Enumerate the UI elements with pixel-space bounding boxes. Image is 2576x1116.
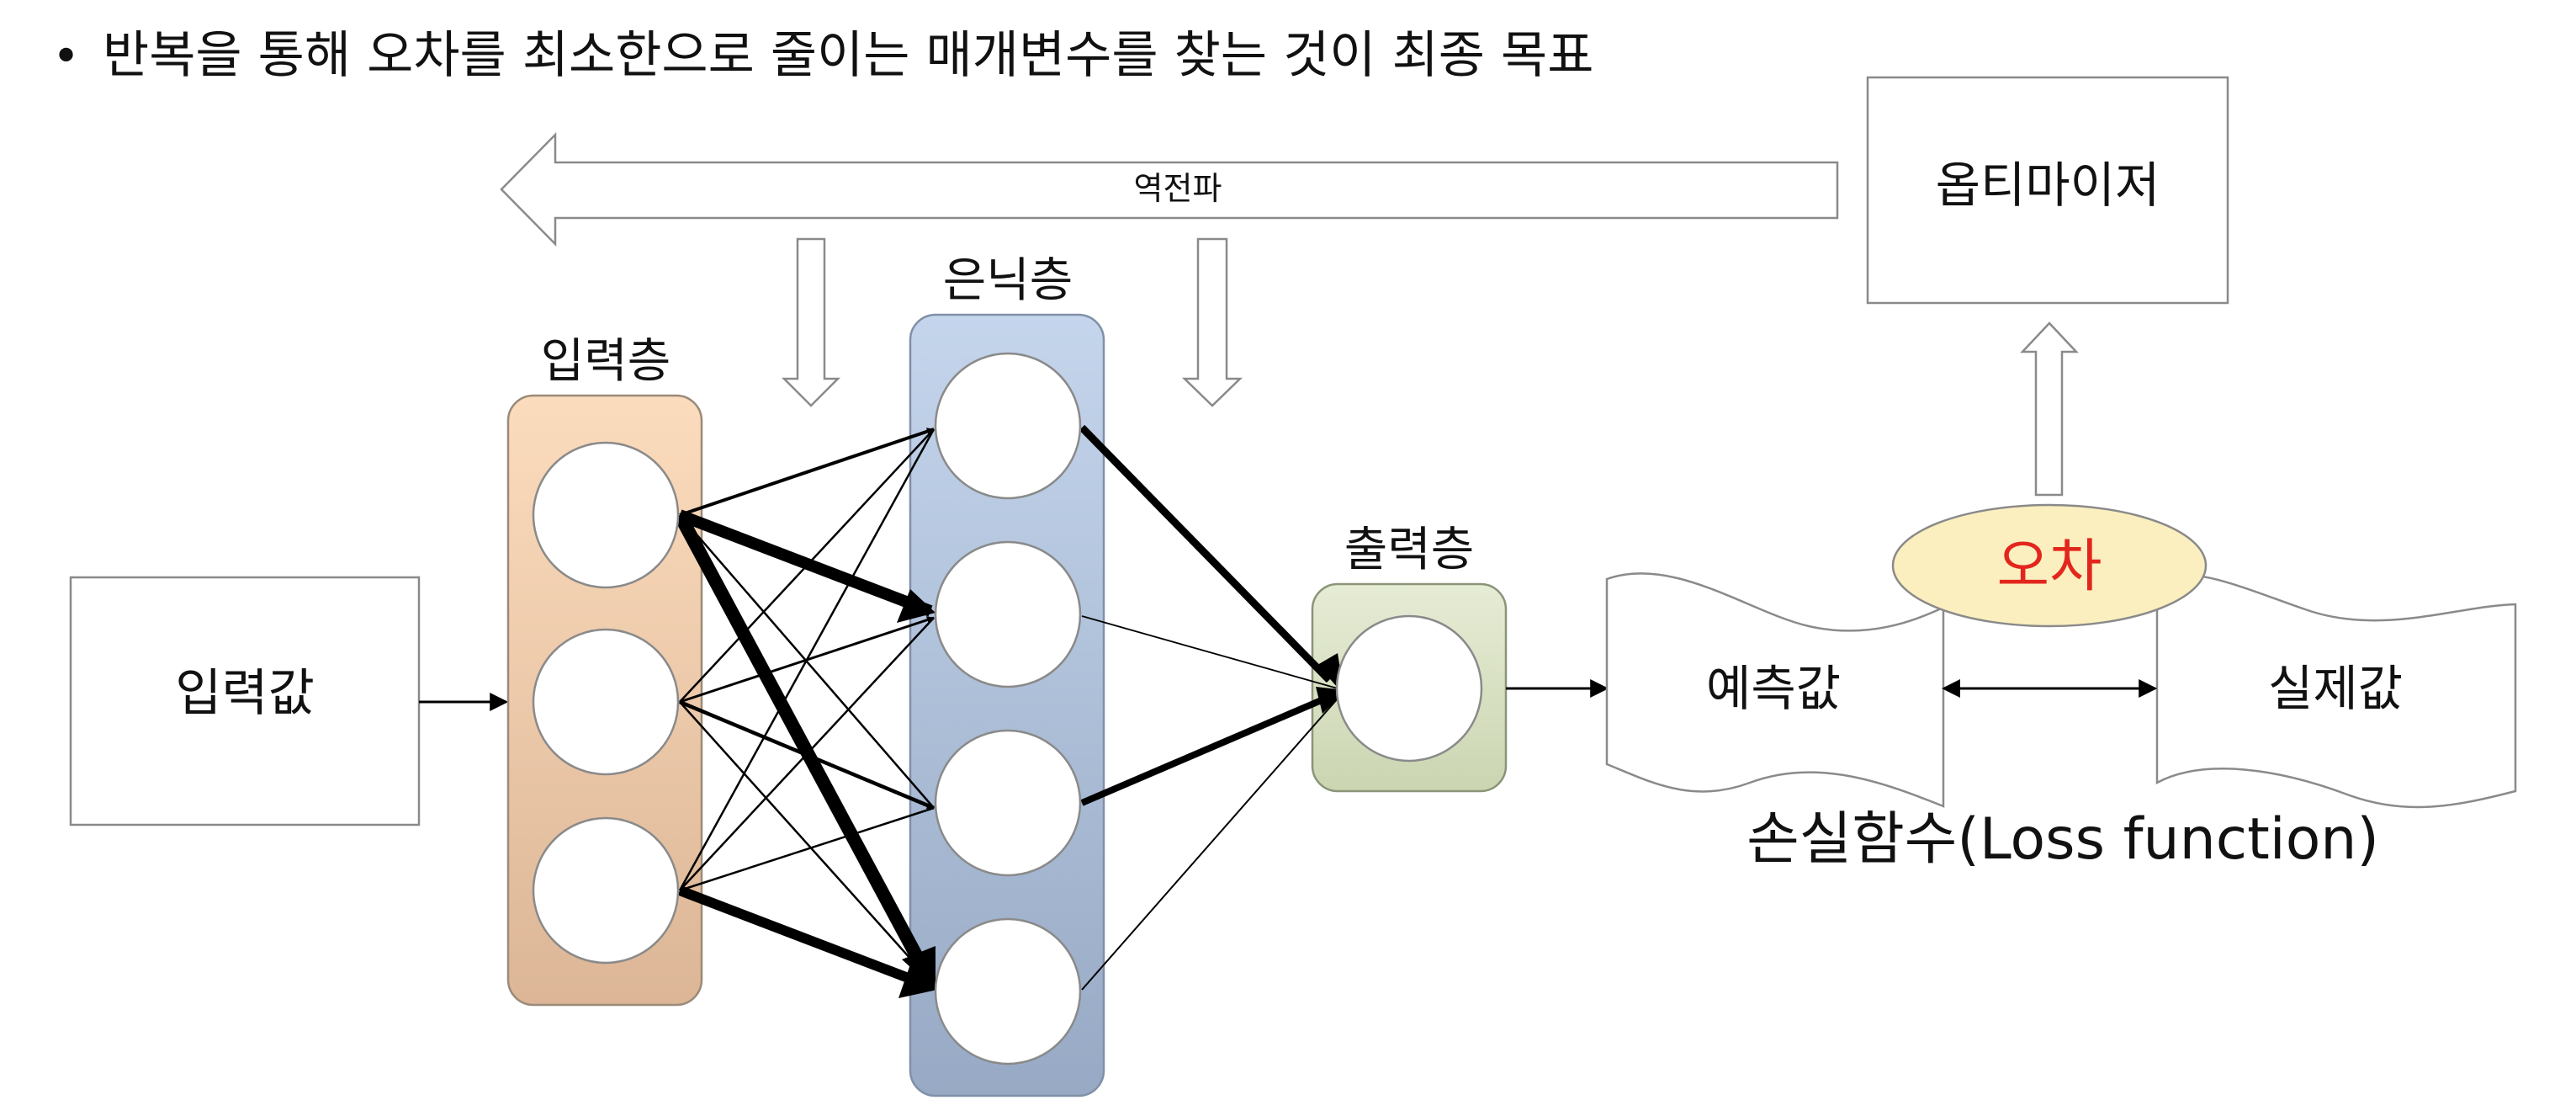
- actual-value-shape: [2155, 573, 2517, 809]
- backprop-label: 역전파: [1134, 170, 1222, 207]
- conn-i1-h2-head: [897, 589, 936, 623]
- conn-h2-o1: [1081, 615, 1338, 689]
- page-heading: 반복을 통해 오차를 최소한으로 줄이는 매개변수를 찾는 것이 최종 목표: [103, 26, 1593, 85]
- conn-i3-h4-head: [898, 965, 937, 998]
- hidden-layer-nodes: [934, 352, 1082, 1066]
- backprop-arrow: [500, 131, 1839, 247]
- input-value-box: [69, 576, 421, 826]
- input-layer-label: 입력층: [541, 334, 671, 389]
- conn-i1-h4-head: [902, 946, 936, 990]
- conn-i3-h4: [677, 885, 920, 986]
- conn-h4-o1: [1081, 698, 1338, 991]
- input-node: [532, 816, 680, 965]
- optimizer-label: 옵티마이저: [1936, 157, 2160, 214]
- input-layer-nodes: [532, 441, 680, 965]
- hidden-node: [934, 540, 1082, 688]
- optimizer-box: [1866, 76, 2229, 305]
- hidden-node: [934, 729, 1082, 877]
- backprop-down-arrow-input: [781, 237, 841, 407]
- heading-bullet: •: [52, 29, 80, 84]
- hidden-node: [934, 352, 1082, 500]
- conn-i1-h2: [677, 509, 933, 617]
- conn-h1-o1: [1079, 424, 1333, 683]
- input-node: [532, 628, 680, 776]
- predicted-value-label: 예측값: [1706, 660, 1841, 717]
- compare-arrow-left-head: [1942, 679, 1960, 698]
- hidden-layer-label: 은닉층: [943, 253, 1073, 308]
- error-ellipse: [1891, 503, 2208, 628]
- input-value-label: 입력값: [175, 664, 315, 723]
- conn-h3-o1: [1080, 694, 1331, 806]
- loss-function-label: 손실함수(Loss function): [1746, 806, 2379, 873]
- input-node: [532, 441, 680, 589]
- hidden-layer-box: [909, 313, 1105, 1097]
- output-layer-label: 출력층: [1344, 523, 1475, 577]
- output-node: [1335, 614, 1483, 763]
- optimizer-up-arrow: [2020, 322, 2079, 497]
- output-layer-nodes: [1335, 614, 1483, 763]
- conn-i2-h4: [679, 701, 935, 986]
- actual-value-label: 실제값: [2268, 660, 2403, 717]
- backprop-down-arrow-hidden: [1181, 237, 1243, 407]
- connections-input-hidden-strong: [673, 509, 937, 998]
- conn-i3-h3: [679, 806, 935, 892]
- predicted-value-shape: [1605, 572, 1945, 808]
- conn-i1-h1: [679, 428, 935, 517]
- conn-i3-h1: [678, 428, 936, 891]
- connections-hidden-output: [1079, 424, 1346, 991]
- hidden-node: [934, 917, 1082, 1066]
- error-label: 오차: [1996, 534, 2102, 600]
- conn-i1-h4: [673, 512, 929, 970]
